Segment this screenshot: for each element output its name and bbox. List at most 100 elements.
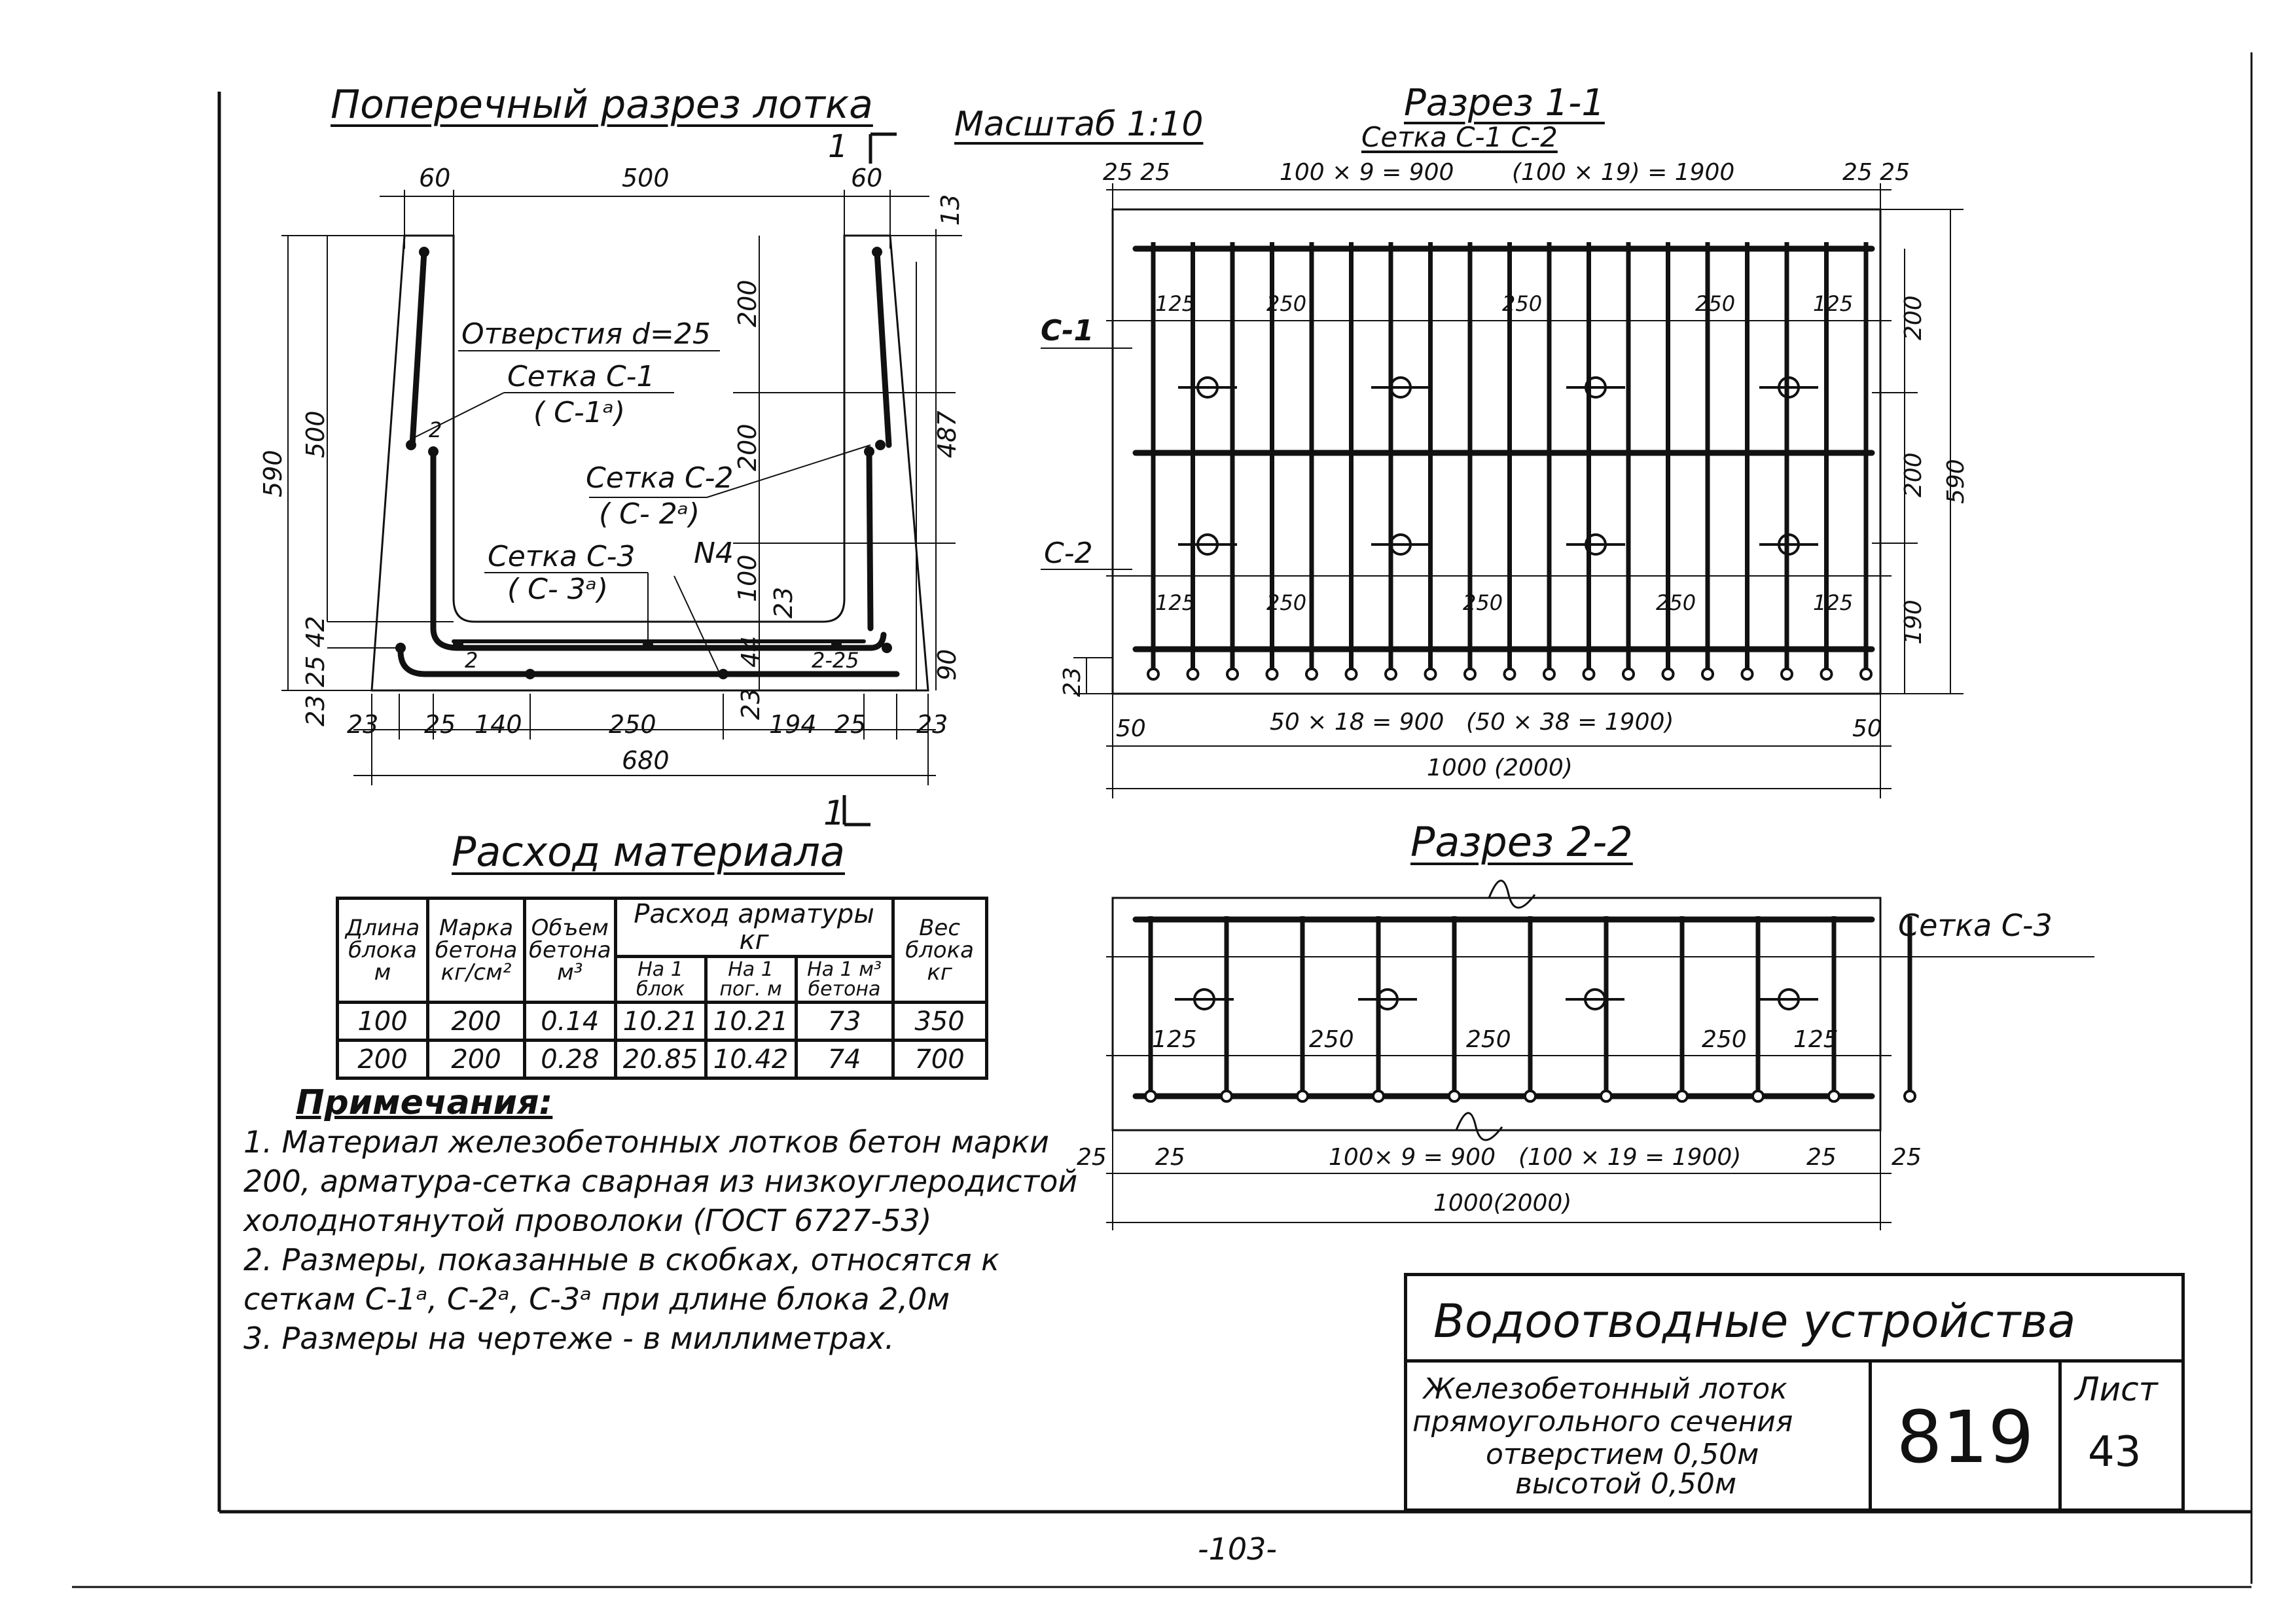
section-1-1-longitudinal-bars [1147,242,1873,681]
bar-end [1305,668,1318,681]
th-per-block: На 1 блок [613,955,708,1004]
bar-end [1265,668,1279,681]
s11-sp-125-b: 125 [1813,291,1853,316]
cross-section-dims [281,132,962,827]
sheet-number: 43 [2088,1428,2142,1476]
th-weight: Вес блока кг [891,897,988,1004]
s22-b-mid: 100× 9 = 900 [1329,1144,1496,1171]
s22-sp-250-c: 250 [1702,1026,1747,1053]
bar-end [1448,1090,1461,1103]
cell-length: 200 [336,1039,429,1080]
section-2-2-transverse-bars [1144,916,1916,1103]
note-item-1: 1. Материал железобетонных лотков бетон … [243,1124,1078,1238]
th-per-m3: На 1 м³ бетона [794,955,895,1004]
cut-mark-top: 1 [828,128,848,165]
section-1-1-dims [1041,183,1964,798]
s11-top-bracket: (100 × 19) = 1900 [1512,159,1734,186]
cross-section-labels: 60 500 60 13 200 200 100 23 44 23 590 50… [259,128,965,833]
s11-sp-250-a: 250 [1266,291,1306,316]
page-number: -103- [1198,1531,1277,1567]
th-grade: Марка бетона кг/см² [426,897,526,1004]
cut-mark-bottom: 1 [823,794,845,833]
bar-end [1384,668,1397,681]
s11-sp-125-a: 125 [1155,291,1195,316]
s22-sp-125-a: 125 [1152,1026,1197,1053]
s11-b-bracket: (50 × 38 = 1900) [1466,709,1674,736]
s11-r-190: 190 [1900,599,1927,645]
bar-end [1661,668,1675,681]
title-section-1-1: Разрез 1-1 [1404,82,1605,124]
desc-line-3: отверстием 0,50м [1486,1438,1759,1471]
dim-right-487: 487 [933,410,961,458]
s11-b-50-r: 50 [1852,715,1882,742]
cell-length: 100 [336,1001,429,1042]
bar-end [1820,668,1833,681]
cell-weight: 700 [891,1039,988,1080]
s22-b-bracket: (100 × 19 = 1900) [1518,1144,1741,1171]
dim-bottom-23-right: 23 [916,710,948,739]
bar-end [1740,668,1754,681]
callout-mesh-c2a: ( С- 2ᵃ) [599,497,700,531]
s11-c2-label: С-2 [1044,537,1093,570]
bar-end [1600,1090,1613,1103]
dim-bottom-140: 140 [475,710,522,739]
table-row: 100 200 0.14 10.21 10.21 73 350 [336,1001,988,1042]
bar-end [1226,668,1239,681]
cell-per-block: 20.85 [613,1039,708,1080]
bar-end [1147,668,1160,681]
dim-top-60-left: 60 [419,164,450,192]
bar-end [1676,1090,1689,1103]
dim-bottom-194: 194 [769,710,817,739]
th-volume: Объем бетона м³ [523,897,617,1004]
section-name: Водоотводные устройства [1433,1294,2076,1348]
bar-end [1186,668,1200,681]
section-1-1-labels: 25 25 100 × 9 = 900 (100 × 19) = 1900 25… [1041,159,1969,781]
s22-sp-125-b: 125 [1793,1026,1839,1053]
callout-mesh-c2: Сетка С-2 [586,461,734,495]
s11-sp-125-d: 125 [1813,590,1853,615]
bar-end [1372,1090,1385,1103]
s11-top-middle: 100 × 9 = 900 [1280,159,1454,186]
bar-end [1701,668,1714,681]
s22-b-25-left: 25 [1077,1144,1107,1171]
s11-c1-label: С-1 [1041,314,1094,348]
mark-2-b: 2 [465,648,478,673]
dim-top-500: 500 [622,164,670,192]
dim-right-90: 90 [933,649,961,681]
dim-bottom-23-left: 23 [347,710,378,739]
cell-per-block: 10.21 [613,1001,708,1042]
section-1-1-outline [1111,208,1882,695]
s11-b-50-l: 50 [1116,715,1146,742]
s11-top-25a: 25 25 [1103,159,1170,186]
notes-heading: Примечания: [296,1083,553,1122]
cell-per-m3: 74 [794,1039,895,1080]
cell-per-m: 10.21 [704,1001,798,1042]
title-materials: Расход материала [452,828,845,876]
mark-2-a: 2 [429,418,442,442]
bar-end [1751,1090,1765,1103]
title-block: Водоотводные устройства Железобетонный л… [1404,1273,2185,1512]
s11-b-mid: 50 × 18 = 900 [1270,709,1444,736]
dim-left-23: 23 [301,695,330,726]
dim-v-200-b: 200 [733,423,762,471]
title-block-description: Железобетонный лоток прямоугольного сече… [1407,1363,1872,1512]
bar-end [1582,668,1596,681]
section-2-2-mesh [1132,916,1875,1099]
th-length: Длина блока м [336,897,429,1004]
s11-r-200-a: 200 [1900,295,1927,340]
bar-end [1296,1090,1309,1103]
s22-b-total: 1000(2000) [1433,1190,1571,1217]
bar-end [1220,1090,1233,1103]
callout-n4: N4 [694,537,734,570]
s22-b-25-left-inner: 25 [1155,1144,1185,1171]
bar-end [1903,1090,1916,1103]
table-row: 200 200 0.28 20.85 10.42 74 700 [336,1039,988,1080]
desc-line-1: Железобетонный лоток [1424,1372,1787,1406]
callout-mesh-c1a: ( С-1ᵃ) [533,396,625,429]
cell-weight: 350 [891,1001,988,1042]
section-1-1-holes [1178,376,1818,556]
bar-end [1524,1090,1537,1103]
section-2-2-outline [1111,897,1882,1132]
dim-left-590: 590 [259,450,287,497]
cross-section-outline [370,234,929,692]
